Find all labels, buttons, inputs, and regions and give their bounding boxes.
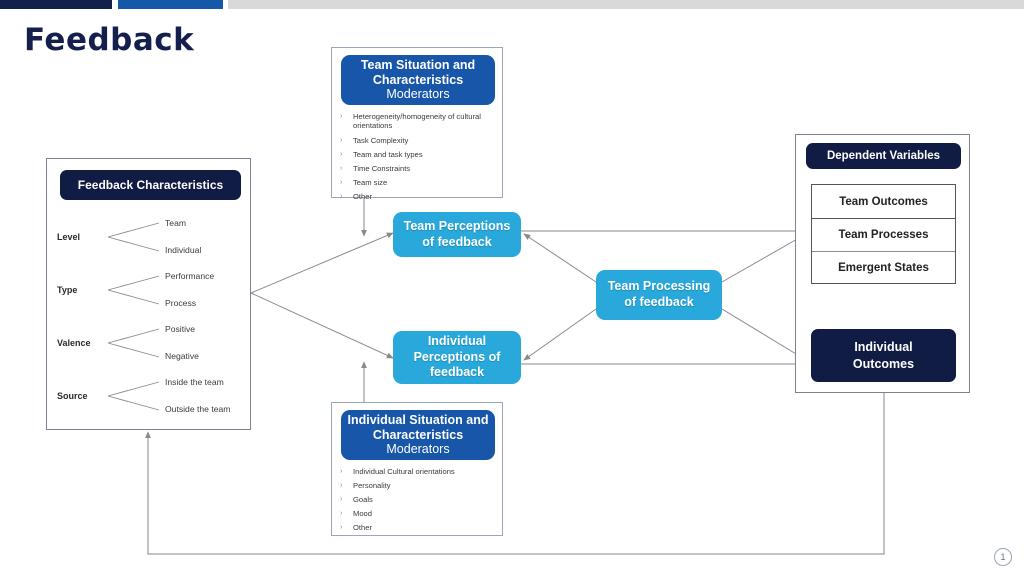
branch-leaf-team: Team <box>165 218 187 228</box>
individual-outcomes-line2: Outcomes <box>852 356 915 371</box>
dv-cell-team-outcomes[interactable]: Team Outcomes <box>839 195 928 208</box>
page-number-badge: 1 <box>994 548 1012 566</box>
chevron-right-icon: › <box>340 162 343 172</box>
individual-perceptions-line1: Individual <box>427 334 487 349</box>
list-item: ›Team size <box>340 176 388 187</box>
topbar-segment-blue <box>118 0 223 9</box>
branch-label-valence: Valence <box>57 338 91 348</box>
branch-label-source: Source <box>57 391 88 401</box>
team-moderators-list: ›Heterogeneity/homogeneity of cultural o… <box>340 111 498 206</box>
branch-leaf-individual: Individual <box>165 245 202 255</box>
topbar-segment-navy <box>0 0 112 9</box>
team-perceptions-line1: Team Perceptions <box>403 218 511 233</box>
dependent-variables-panel: Dependent Variables Team Outcomes Team P… <box>795 134 970 393</box>
chevron-right-icon: › <box>340 134 343 144</box>
team-perceptions-line2: of feedback <box>422 234 492 249</box>
list-item: ›Other <box>340 190 372 201</box>
topbar-segment-grey <box>228 0 1024 9</box>
dependent-variables-stack: Team Outcomes Team Processes Emergent St… <box>811 184 956 284</box>
individual-outcomes-box[interactable]: Individual Outcomes <box>811 329 956 382</box>
individual-moderators-title-line2: Characteristics <box>372 427 464 442</box>
individual-moderators-title-line1: Individual Situation and <box>347 412 489 427</box>
list-item: ›Individual Cultural orientations <box>340 466 455 476</box>
team-processing-line2: of feedback <box>624 295 694 309</box>
branch-label-level: Level <box>57 232 81 242</box>
chevron-right-icon: › <box>340 522 343 532</box>
team-moderators-title-line2: Characteristics <box>372 72 464 87</box>
branch-leaf-process: Process <box>165 298 197 308</box>
list-item: ›Personality <box>340 480 391 491</box>
individual-moderators-panel: Individual Situation and Characteristics… <box>331 402 503 536</box>
branch-label-type: Type <box>57 285 78 295</box>
list-item: ›Mood <box>340 508 372 519</box>
branch-leaf-outside-the-team: Outside the team <box>165 404 231 414</box>
list-item: ›Team and task types <box>340 148 423 159</box>
chevron-right-icon: › <box>340 176 343 186</box>
chevron-right-icon: › <box>340 494 343 504</box>
branch-leaf-positive: Positive <box>165 324 196 334</box>
dependent-variables-header: Dependent Variables <box>806 143 961 169</box>
list-item: ›Goals <box>340 494 373 505</box>
list-item: ›Other <box>340 522 372 533</box>
feedback-characteristics-header: Feedback Characteristics <box>60 170 241 200</box>
individual-moderators-list: ›Individual Cultural orientations ›Perso… <box>340 466 498 537</box>
individual-perceptions-line2: Perceptions of <box>413 349 501 364</box>
team-moderators-title-line1: Team Situation and <box>360 57 476 72</box>
individual-outcomes-line1: Individual <box>854 340 913 355</box>
team-perceptions-box[interactable]: Team Perceptions of feedback <box>393 212 521 257</box>
team-processing-box[interactable]: Team Processing of feedback <box>596 270 722 320</box>
branch-leaf-performance: Performance <box>165 271 215 281</box>
individual-moderators-subtitle: Moderators <box>386 442 450 457</box>
dv-cell-emergent-states[interactable]: Emergent States <box>838 262 929 275</box>
branch-leaf-negative: Negative <box>165 351 199 361</box>
chevron-right-icon: › <box>340 508 343 518</box>
chevron-right-icon: › <box>340 480 343 490</box>
chevron-right-icon: › <box>340 148 343 158</box>
team-moderators-panel: Team Situation and Characteristics Moder… <box>331 47 503 201</box>
dv-cell-team-processes[interactable]: Team Processes <box>812 218 955 252</box>
individual-perceptions-box[interactable]: Individual Perceptions of feedback <box>393 331 521 384</box>
chevron-right-icon: › <box>340 466 343 475</box>
page-title: Feedback <box>24 22 195 58</box>
list-item: ›Task Complexity <box>340 134 409 145</box>
individual-perceptions-line3: feedback <box>429 365 485 380</box>
list-item: ›Heterogeneity/homogeneity of cultural o… <box>340 111 481 131</box>
list-item: ›Time Constraints <box>340 162 411 173</box>
chevron-right-icon: › <box>340 190 343 200</box>
team-moderators-subtitle: Moderators <box>386 87 450 102</box>
branch-leaf-inside-the-team: Inside the team <box>165 377 224 387</box>
characteristics-branch-lines <box>107 222 160 411</box>
top-accent-bar <box>0 0 1024 9</box>
team-moderators-header: Team Situation and Characteristics Moder… <box>341 55 495 105</box>
team-processing-line1: Team Processing <box>607 279 711 294</box>
individual-moderators-header: Individual Situation and Characteristics… <box>341 410 495 460</box>
chevron-right-icon: › <box>340 111 343 120</box>
feedback-characteristics-panel: Feedback Characteristics Level Team Indi… <box>46 158 251 430</box>
